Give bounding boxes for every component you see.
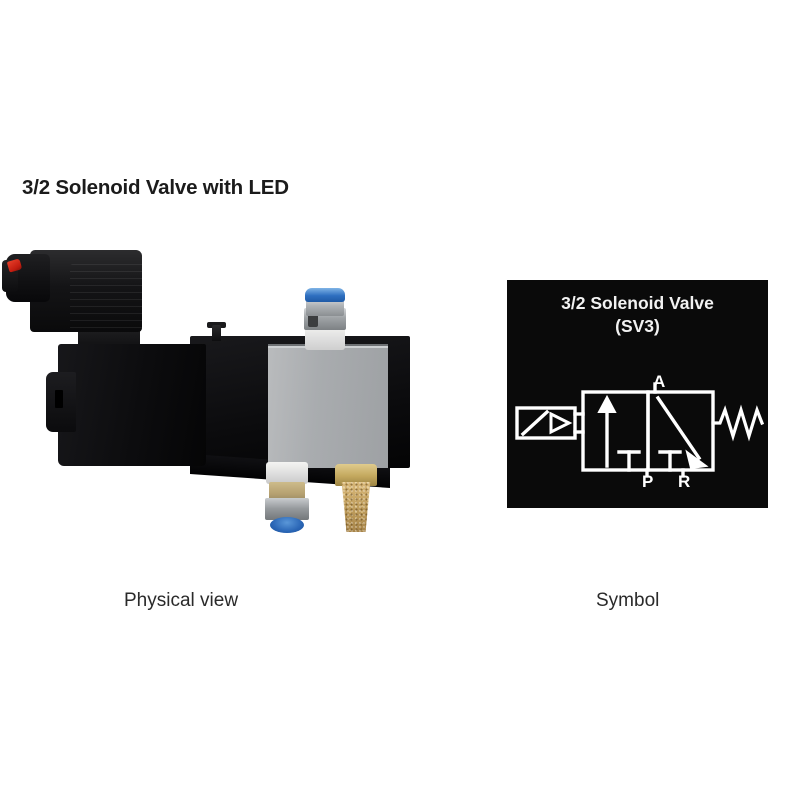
coil-cap-slot <box>55 390 63 408</box>
din-connector-ribs <box>70 264 170 334</box>
valve-position-right-box <box>646 390 715 472</box>
fitting-bottom-brass-body <box>269 482 305 502</box>
solenoid-coil <box>58 344 206 466</box>
right-flow-arrow-shaft <box>655 395 702 461</box>
port-label-a: A <box>653 372 666 391</box>
fitting-top <box>296 288 354 350</box>
fitting-bottom-thread-tape <box>266 462 308 484</box>
right-flow-arrow-head <box>685 449 709 470</box>
page-title: 3/2 Solenoid Valve with LED <box>22 176 289 199</box>
valve-symbol-diagram <box>515 382 765 478</box>
muffler-sintered-texture <box>341 482 371 532</box>
muffler-collar <box>335 464 377 486</box>
pilot-screw <box>212 325 221 341</box>
din-connector <box>30 250 170 334</box>
fitting-top-hex-facet <box>308 312 318 327</box>
symbol-title: 3/2 Solenoid Valve (SV3) <box>561 293 714 336</box>
symbol-panel: 3/2 Solenoid Valve (SV3) <box>507 280 768 508</box>
fitting-top-blue-cap <box>305 288 345 302</box>
physical-view-image <box>0 240 420 550</box>
solenoid-actuator-box <box>515 406 577 440</box>
caption-symbol: Symbol <box>596 590 660 611</box>
solenoid-actuator-diagonal <box>520 409 550 437</box>
brass-muffler <box>330 464 382 536</box>
port-label-p: P <box>642 472 654 491</box>
port-label-r: R <box>678 472 691 491</box>
valve-body <box>268 346 388 468</box>
fitting-bottom <box>258 462 316 540</box>
caption-physical-view: Physical view <box>124 590 239 611</box>
spring-return-symbol <box>711 404 765 442</box>
fitting-top-thread-tape <box>305 326 345 350</box>
valve-position-left-box <box>581 390 650 472</box>
fitting-bottom-hex-nut <box>265 498 309 520</box>
solenoid-actuator-triangle <box>549 411 573 435</box>
left-flow-arrow-head <box>597 394 617 413</box>
fitting-bottom-blue-ring <box>270 517 304 533</box>
